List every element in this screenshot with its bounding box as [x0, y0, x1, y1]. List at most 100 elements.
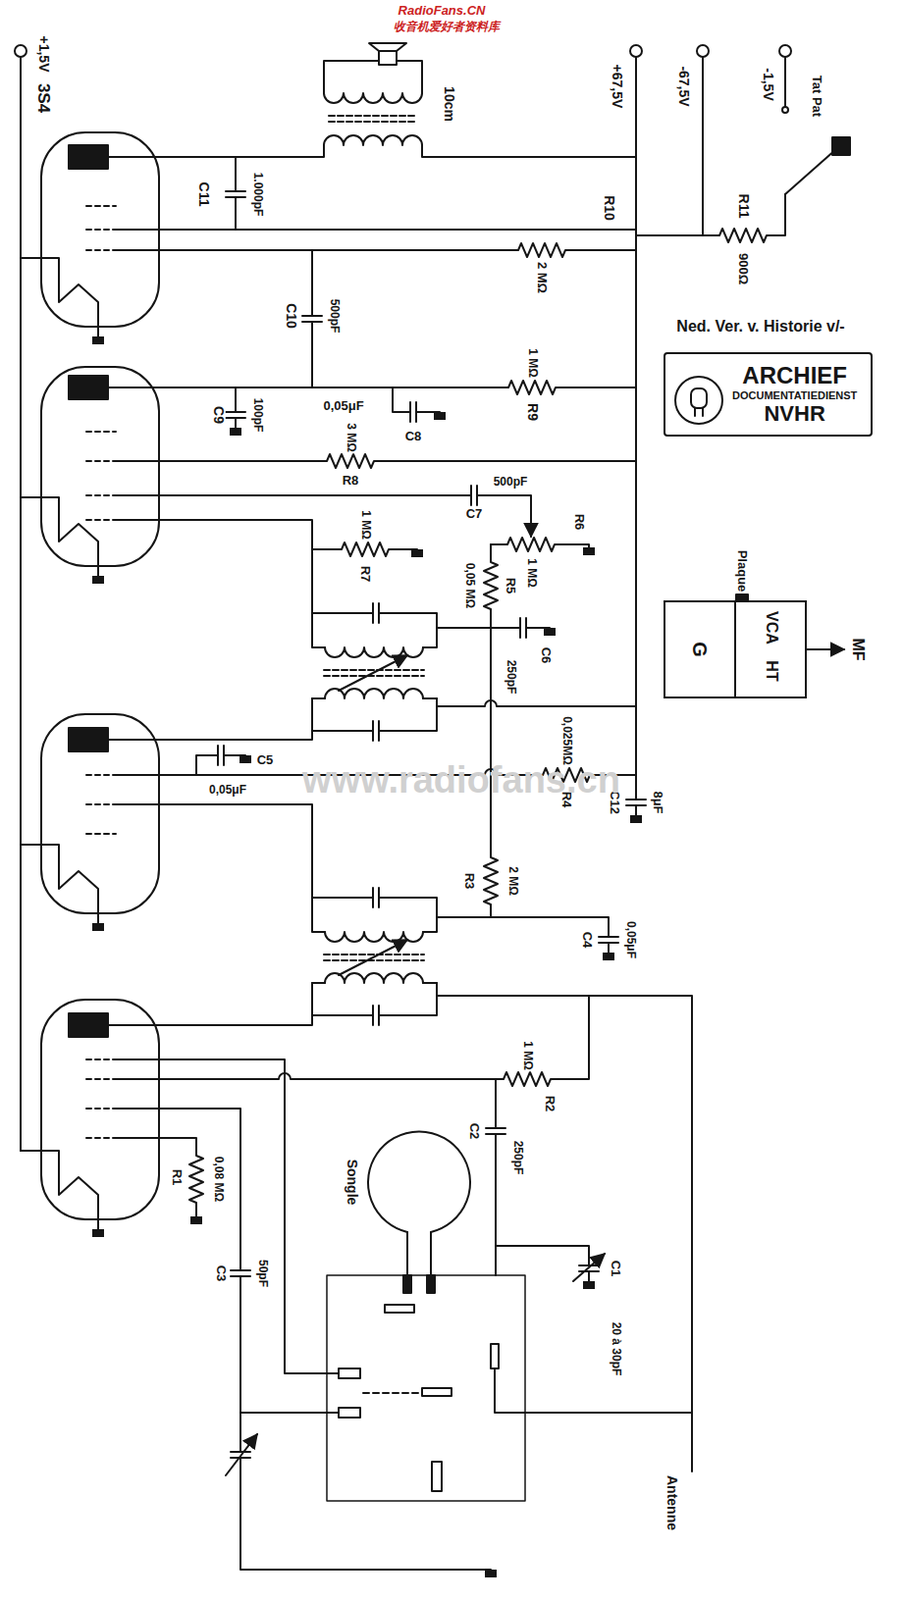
battery-wiring: [832, 137, 850, 156]
if-transformer: [312, 983, 364, 1016]
tube-name: 3S4: [34, 82, 54, 114]
detector-stage: [392, 387, 401, 413]
if-transformer: [324, 689, 424, 699]
if-transformer: [312, 697, 437, 700]
detector-stage: [583, 547, 595, 556]
part-value: 3 MΩ: [343, 422, 357, 454]
output-stage: [422, 145, 637, 158]
if-stage: [196, 755, 209, 776]
battery-wiring: [635, 56, 638, 791]
tube-grid: [86, 206, 116, 251]
part-value: 100pF: [250, 397, 264, 434]
part-value: 0,08 MΩ: [211, 1156, 224, 1204]
filament-wiring: [92, 336, 105, 345]
detector-stage: [489, 544, 492, 555]
battery-wiring: [711, 228, 775, 243]
filament-wiring: [14, 45, 105, 1238]
stamp-icon: [675, 376, 723, 425]
tube-plate: [68, 728, 108, 752]
part-value: 1.000pF: [250, 171, 264, 218]
battery-wiring: [696, 45, 709, 57]
part-value: 50pF: [255, 1259, 268, 1289]
detector-stage: [500, 380, 564, 395]
part-name: R11: [735, 193, 750, 220]
part-value: 0,05μF: [208, 784, 248, 797]
archive-stamp: ARCHIEFDOCUMENTATIEDIENSTNVHR: [663, 352, 873, 437]
part-value: 250pF: [503, 659, 517, 696]
filament-wiring: [19, 56, 22, 1152]
part-value: 1 MΩ: [524, 557, 537, 589]
wave-switch: [338, 1369, 361, 1380]
part-name: C7: [465, 507, 484, 522]
if-transformer: [312, 612, 364, 615]
stamp-icon: [690, 388, 707, 409]
detector-stage: [107, 380, 637, 918]
node-text: HT: [762, 660, 781, 682]
battery-wiring: [779, 45, 792, 57]
if-transformer: [324, 647, 424, 658]
part-name: R6: [572, 513, 586, 532]
part-name: C2: [467, 1122, 481, 1142]
output-stage: [378, 51, 397, 65]
part-value: 1 MΩ: [358, 509, 372, 541]
supply-label: +67,5V: [608, 63, 624, 110]
node-text: NVHR: [763, 401, 825, 426]
part-name: C8: [404, 429, 424, 444]
if-transformer: [363, 888, 389, 908]
part-name: R9: [524, 402, 539, 423]
filament-wiring: [20, 258, 99, 337]
detector-stage: [483, 849, 498, 913]
wave-switch: [422, 1388, 452, 1397]
part-name: C9: [210, 405, 225, 425]
part-name: R3: [462, 872, 477, 892]
filament-wiring: [92, 576, 105, 585]
supply-label: -67,5V: [675, 64, 691, 107]
if-transformer: [312, 897, 364, 900]
detector-stage: [318, 454, 382, 469]
archive-note: Ned. Ver. v. Historie v/-: [675, 318, 846, 336]
converter-stage: [115, 1073, 496, 1080]
battery-wiring: [630, 815, 642, 824]
wave-switch: [525, 1412, 692, 1415]
part-name: C1: [608, 1260, 623, 1279]
tube-plate: [68, 1013, 108, 1038]
wave-switch: [403, 1275, 412, 1294]
output-stage: [573, 249, 637, 252]
output-stage: [234, 207, 237, 230]
if-transformer: [388, 613, 437, 648]
if-transformer: [338, 655, 408, 691]
output-stage: [323, 60, 423, 94]
output-stage: [328, 115, 418, 122]
if-transformer: [363, 1006, 389, 1026]
tube-plate: [68, 145, 108, 169]
filament-wiring: [92, 1229, 105, 1238]
if-transformer: [338, 940, 408, 976]
converter-stage: [573, 1254, 605, 1282]
wave-switch: [326, 1275, 526, 1502]
output-stage: [107, 43, 637, 388]
converter-stage: [494, 1144, 497, 1276]
part-value: 2 MΩ: [534, 261, 549, 295]
if-stage: [239, 755, 252, 764]
battery-wiring: [774, 194, 786, 236]
supply-label: +1,5V: [35, 35, 51, 74]
detector-stage: [510, 618, 536, 638]
converter-stage: [195, 1211, 198, 1218]
battery-wiring: [630, 45, 642, 57]
converter-stage: [239, 1286, 242, 1443]
detector-stage: [489, 617, 492, 850]
battery-box: GVCAHT: [663, 600, 807, 699]
part-value: 2 MΩ: [505, 865, 519, 898]
part-name: R7: [358, 565, 372, 585]
filament-wiring: [20, 497, 99, 577]
if-transformer: [388, 698, 437, 732]
detector-stage: [490, 627, 511, 630]
tube-plate: [68, 145, 108, 1038]
part-value: 500pF: [326, 298, 340, 335]
antenna-label: Songle: [343, 1159, 359, 1208]
output-stage: [323, 135, 423, 146]
converter-stage: [230, 1261, 251, 1287]
wave-switch: [326, 1275, 692, 1502]
converter-stage: [583, 1281, 595, 1290]
